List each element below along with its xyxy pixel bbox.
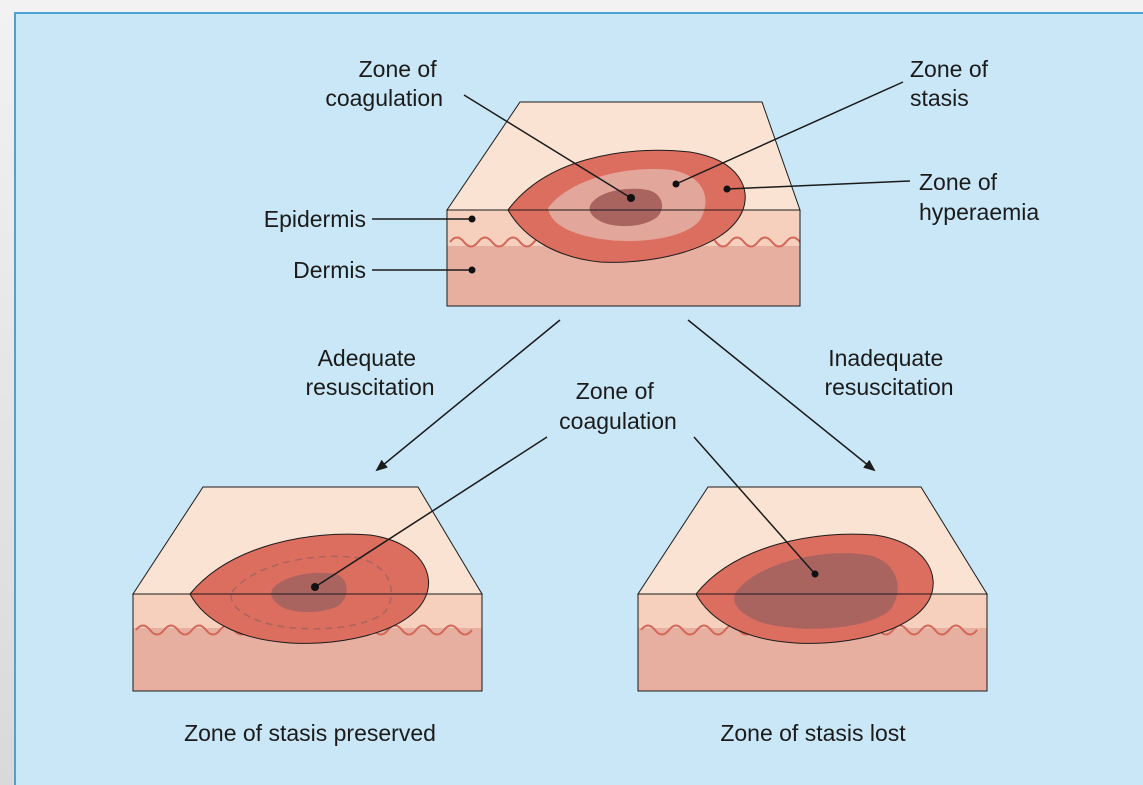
label-epidermis: Epidermis bbox=[264, 206, 366, 232]
caption-stasis-lost: Zone of stasis lost bbox=[720, 720, 906, 746]
label-zone-coagulation-top: Zone of coagulation bbox=[325, 56, 443, 111]
label-zone-coagulation-mid: Zone of coagulation bbox=[559, 378, 677, 434]
caption-stasis-preserved: Zone of stasis preserved bbox=[184, 720, 436, 746]
skin-block-right bbox=[638, 487, 987, 691]
label-adequate-resuscitation: Adequate resuscitation bbox=[305, 345, 434, 400]
skin-block-top bbox=[447, 102, 800, 306]
label-dermis: Dermis bbox=[293, 257, 366, 283]
label-inadequate-resuscitation: Inadequate resuscitation bbox=[824, 345, 953, 400]
label-zone-stasis: Zone of stasis bbox=[910, 56, 994, 111]
label-zone-hyperaemia: Zone of hyperaemia bbox=[919, 169, 1039, 225]
skin-block-left bbox=[133, 487, 482, 691]
